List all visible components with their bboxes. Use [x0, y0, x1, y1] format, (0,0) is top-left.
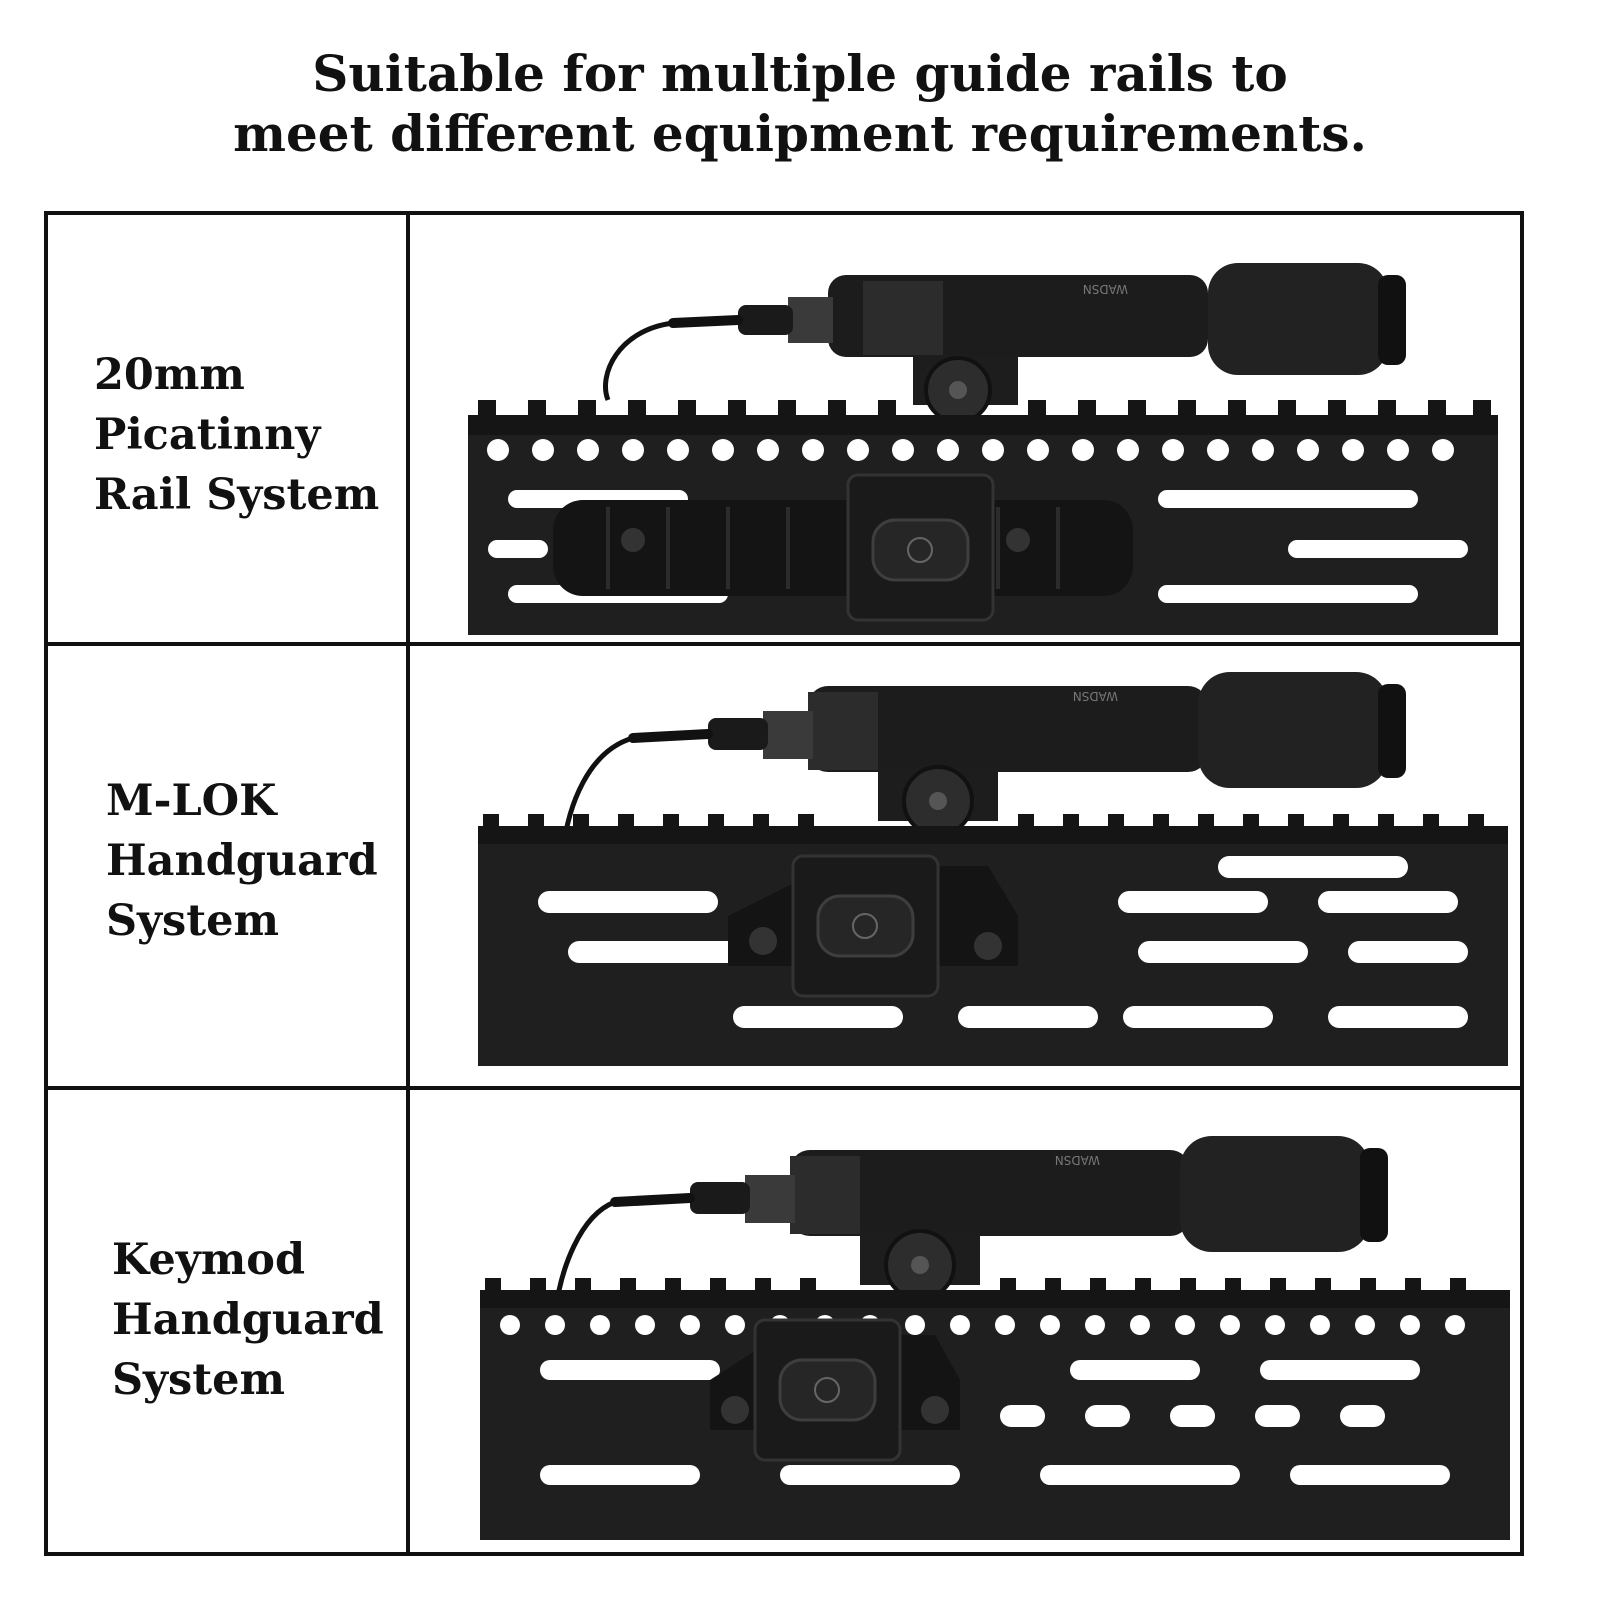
row-keymod: Keymod Handguard System WADSN [48, 1090, 1520, 1552]
keymod-mount-photo: WADSN [480, 1136, 1510, 1540]
row-divider-2 [48, 1086, 1520, 1090]
weapon-light: WADSN [668, 263, 1406, 375]
weapon-light: WADSN [610, 1136, 1388, 1252]
switch-button-icon [778, 1358, 877, 1422]
row-divider-1 [48, 642, 1520, 646]
mlok-mount-photo: WADSN [478, 672, 1508, 1066]
brand-text: WADSN [1083, 282, 1128, 296]
label-line: System [112, 1355, 285, 1405]
column-divider [406, 215, 410, 1552]
label-line: Handguard [106, 836, 378, 886]
switch-button-icon [871, 518, 970, 582]
label-keymod: Keymod Handguard System [112, 1230, 384, 1410]
label-line: Keymod [112, 1235, 306, 1285]
label-line: Handguard [112, 1295, 384, 1345]
label-mlok: M-LOK Handguard System [106, 771, 378, 951]
label-line: 20mm [94, 350, 245, 400]
row-mlok: M-LOK Handguard System WADSN [48, 646, 1520, 1086]
switch-button-icon [816, 894, 915, 958]
label-line: M-LOK [106, 776, 277, 826]
screw-icon [1006, 528, 1030, 552]
brand-text: WADSN [1055, 1153, 1100, 1167]
headline-line-1: Suitable for multiple guide rails to [312, 44, 1288, 103]
label-picatinny: 20mm Picatinny Rail System [94, 345, 379, 525]
label-line: Rail System [94, 470, 380, 520]
headline-line-2: meet different equipment requirements. [233, 104, 1367, 163]
headline: Suitable for multiple guide rails to mee… [0, 44, 1600, 164]
picatinny-mount-photo: WADSN [468, 263, 1498, 635]
brand-text: WADSN [1073, 689, 1118, 703]
comparison-table: 20mm Picatinny Rail System WADSN [44, 211, 1524, 1556]
weapon-light: WADSN [628, 672, 1406, 788]
screw-icon [974, 932, 1002, 960]
screw-icon [749, 927, 777, 955]
row-picatinny: 20mm Picatinny Rail System WADSN [48, 215, 1520, 642]
label-line: Picatinny [94, 410, 321, 460]
screw-icon [721, 1396, 749, 1424]
screw-icon [921, 1396, 949, 1424]
label-line: System [106, 896, 279, 946]
screw-icon [621, 528, 645, 552]
